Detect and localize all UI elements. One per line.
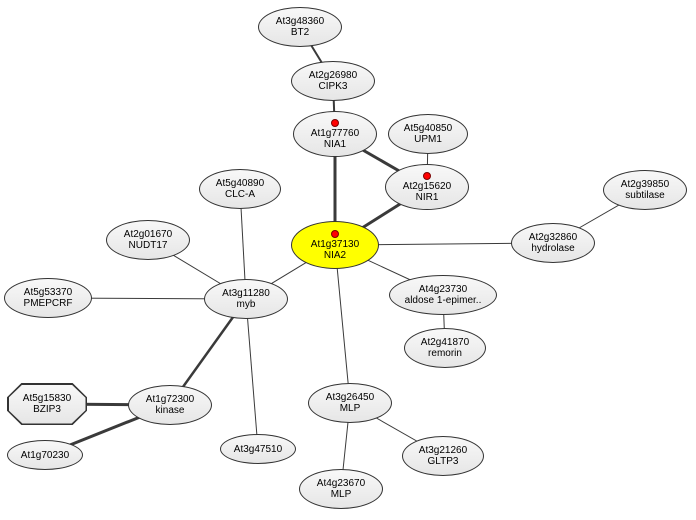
- node-gene-name: BT2: [290, 27, 310, 38]
- node-gene-id: At2g41870: [420, 337, 470, 348]
- edge-At3g11280-At3g47510[interactable]: [245, 298, 259, 450]
- node-gene-name: myb: [236, 299, 256, 310]
- selection-dot-icon: [331, 118, 339, 127]
- node-gene-name: CIPK3: [318, 81, 348, 92]
- node-gene-name: CLC-A: [224, 189, 255, 200]
- node-gene-id: At2g26980: [308, 70, 358, 81]
- node-gene-id: At3g21260: [418, 445, 468, 456]
- node-gene-id: At1g77760: [310, 127, 360, 139]
- node-gene-id: At4g23730: [418, 284, 468, 295]
- node-gene-id: At3g48360: [275, 16, 325, 27]
- node-gene-id: At5g40850: [403, 123, 453, 134]
- node-gene-name: NIA1: [323, 138, 347, 150]
- node-gene-name: NUDT17: [128, 240, 168, 251]
- node-At3g47510[interactable]: At3g47510: [220, 434, 296, 464]
- node-gene-name: BZIP3: [33, 404, 61, 415]
- node-gene-id: At2g39850: [620, 179, 670, 190]
- node-gene-id: At5g53370: [23, 287, 73, 298]
- node-At1g70230[interactable]: At1g70230: [7, 440, 83, 470]
- node-gene-id: At4g23670: [316, 478, 366, 489]
- node-gene-name: kinase: [155, 405, 185, 416]
- node-gene-id: At5g15830: [22, 393, 72, 404]
- node-gene-name: remorin: [428, 348, 462, 359]
- node-gene-name: UPM1: [414, 134, 442, 145]
- node-gene-name: aldose 1-epimer..: [404, 295, 482, 306]
- node-gene-id: At1g70230: [20, 449, 70, 461]
- node-gene-name: subtilase: [625, 190, 665, 201]
- node-gene-id: At2g01670: [123, 229, 173, 240]
- node-gene-id: At3g26450: [325, 392, 375, 403]
- node-gene-name: MLP: [330, 489, 352, 500]
- selection-dot-icon: [331, 229, 339, 238]
- node-gene-name: GLTP3: [427, 456, 459, 467]
- node-gene-name: MLP: [339, 403, 361, 414]
- node-gene-name: NIR1: [415, 191, 439, 203]
- node-gene-id: At3g47510: [233, 443, 283, 455]
- node-gene-name: NIA2: [323, 249, 347, 261]
- node-gene-id: At2g15620: [402, 180, 452, 192]
- node-gene-id: At1g72300: [145, 394, 195, 405]
- selection-dot-icon: [423, 171, 431, 180]
- node-gene-id: At1g37130: [310, 238, 360, 250]
- node-gene-id: At5g40890: [215, 178, 265, 189]
- node-gene-name: PMEPCRF: [23, 298, 73, 309]
- edge-At1g37130-At3g26450[interactable]: [334, 244, 351, 404]
- node-gene-name: hydrolase: [531, 243, 575, 254]
- node-gene-id: At3g11280: [222, 288, 270, 299]
- node-gene-id: At2g32860: [528, 232, 578, 243]
